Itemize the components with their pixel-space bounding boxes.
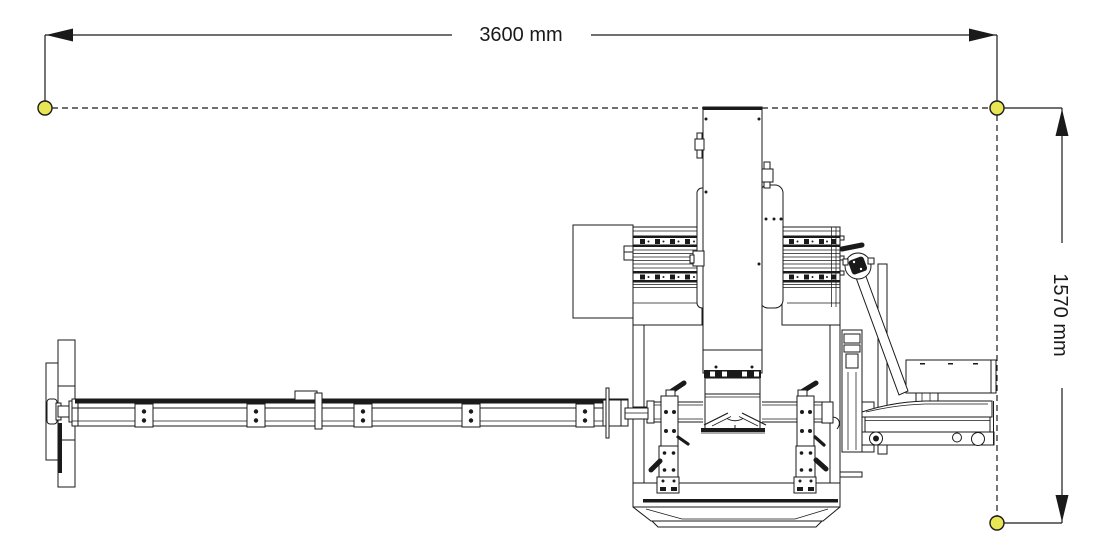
fence-left-bracket xyxy=(623,245,634,261)
saw-flank-right xyxy=(759,184,784,309)
height-dimension: 1570 mm xyxy=(998,107,1071,524)
bar-end-assembly xyxy=(602,387,629,439)
datum-marker-bottom-right xyxy=(989,515,1005,531)
arrowhead-left xyxy=(46,28,73,42)
bar-stop-block xyxy=(294,390,323,430)
outfeed-table xyxy=(861,400,995,446)
outfeed-box xyxy=(905,359,997,403)
infeed-bar xyxy=(71,387,629,439)
width-dimension: 3600 mm xyxy=(44,24,998,101)
arrowhead-right xyxy=(969,28,996,42)
width-dimension-label: 3600 mm xyxy=(479,24,562,46)
clamp-left-lower-handle xyxy=(648,458,663,473)
clamp-right xyxy=(793,380,829,494)
side-unit xyxy=(839,329,875,478)
control-arm-handle xyxy=(839,242,865,252)
bar-coupling xyxy=(624,407,649,420)
height-dimension-label: 1570 mm xyxy=(1049,273,1071,356)
arrowhead-down xyxy=(1055,495,1069,522)
datum-markers xyxy=(37,100,1005,531)
column-valve xyxy=(694,132,705,159)
arrowhead-up xyxy=(1055,109,1069,136)
fence-right xyxy=(781,226,845,326)
column xyxy=(689,106,774,374)
saw-head xyxy=(703,349,762,378)
cutting-table xyxy=(701,377,767,434)
datum-marker-left xyxy=(37,100,53,116)
table-knob-large xyxy=(971,432,985,446)
table-knob-small xyxy=(952,432,962,443)
bar-mount-plates xyxy=(134,403,595,428)
machine-base xyxy=(632,506,841,528)
clamp-left xyxy=(648,380,690,494)
fence-left xyxy=(623,226,703,326)
motor-box xyxy=(572,224,634,319)
control-arm xyxy=(839,242,909,396)
column-bracket-right xyxy=(761,161,774,189)
infeed-support-stand xyxy=(45,339,76,488)
datum-marker-top-right xyxy=(989,100,1005,116)
column-bracket-left xyxy=(689,250,705,267)
clamp-right-lower-handle xyxy=(813,457,829,472)
